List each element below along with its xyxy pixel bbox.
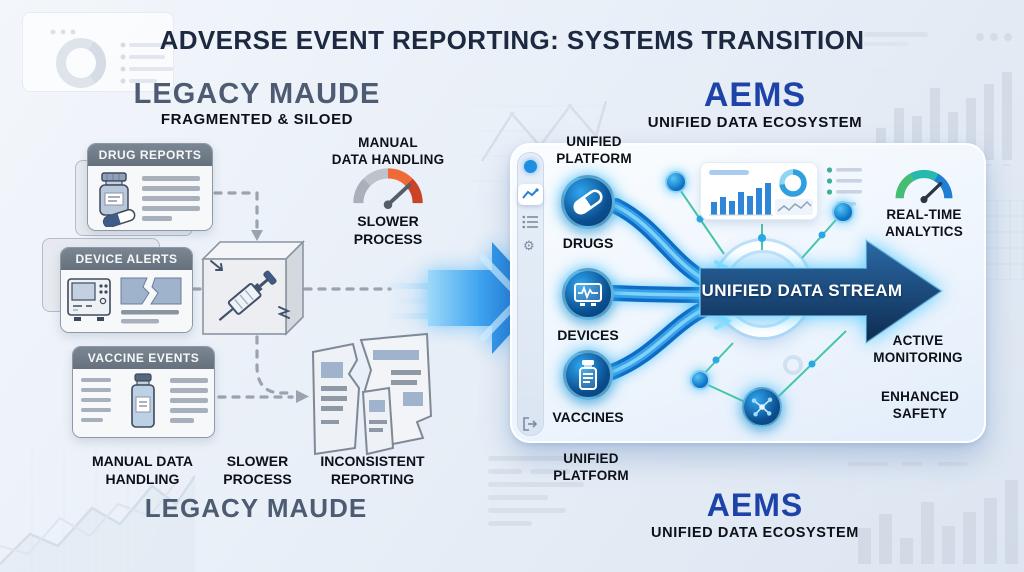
donut-chart-icon [779,169,807,197]
unified-platform-label-top: UNIFIED PLATFORM [556,134,632,167]
legacy-subheading: FRAGMENTED & SILOED [160,111,354,128]
network-node-icon [665,171,687,193]
broken-document-icon [120,277,182,324]
vial-icon [579,360,597,390]
vaccine-events-card-title: VACCINE EVENTS [73,347,214,369]
benefit-real-time-analytics: REAL-TIME ANALYTICS [885,207,963,240]
aems-subheading: UNIFIED DATA ECOSYSTEM [647,114,863,131]
capsule-icon [573,189,603,215]
sidebar-status-dot [524,160,537,173]
manual-data-handling-label: MANUAL DATA HANDLING [331,135,445,168]
devices-node [562,268,614,320]
medical-device-icon [67,278,111,321]
vaccine-vial-icon [131,373,155,428]
slow-speedometer-icon [353,168,423,209]
logout-icon [523,417,538,431]
bar-chart-icon [711,183,771,215]
sidebar-item-analytics [518,184,543,205]
unified-data-stream-arrow [699,238,944,345]
page-title: ADVERSE EVENT REPORTING: SYSTEMS TRANSIT… [159,25,865,55]
slower-process-label: SLOWER PROCESS [353,213,423,248]
list-icon [522,215,538,229]
unified-platform-label-bottom: UNIFIED PLATFORM [553,451,629,484]
drawback-slower-process: SLOWER PROCESS [223,453,292,488]
drug-reports-card-title: DRUG REPORTS [88,144,212,166]
drawback-manual-data-handling: MANUAL DATA HANDLING [91,453,194,488]
gear-icon: ⚙ [523,238,535,253]
aems-footer-subheading: UNIFIED DATA ECOSYSTEM [651,525,859,541]
devices-label: DEVICES [557,327,619,343]
aems-heading: AEMS [703,76,807,114]
drugs-node [561,175,615,229]
analytics-widget-card [700,162,818,220]
drugs-label: DRUGS [562,235,614,251]
monitor-icon [574,283,602,306]
network-node-icon [690,370,710,390]
unified-data-stream-label: UNIFIED DATA STREAM [701,281,903,300]
vaccines-node [563,350,613,400]
device-alerts-card-title: DEVICE ALERTS [61,248,192,270]
torn-documents-icon [311,332,433,456]
network-node-icon [832,201,854,223]
legacy-heading: LEGACY MAUDE [133,78,381,110]
sparkline-icon [777,200,812,212]
legacy-footer-heading: LEGACY MAUDE [144,493,368,523]
trend-icon [522,188,539,199]
pill-bottle-icon [99,172,136,227]
device-alerts-card: DEVICE ALERTS [60,247,193,333]
benefit-active-monitoring: ACTIVE MONITORING [873,333,963,366]
syringe-icon [210,260,291,321]
benefit-enhanced-safety: ENHANCED SAFETY [880,389,960,422]
syringe-cube-icon [201,240,305,336]
vaccine-events-card: VACCINE EVENTS [72,346,215,438]
decor-grid-right [984,200,1024,280]
molecule-node [742,387,782,427]
molecule-icon [751,397,773,417]
aems-footer-heading: AEMS [706,487,804,523]
sparkline-panel [775,199,813,215]
vaccines-label: VACCINES [552,409,624,425]
drug-reports-card: DRUG REPORTS [87,143,213,231]
fast-speedometer-icon [895,169,953,204]
drawback-inconsistent-reporting: INCONSISTENT REPORTING [320,453,425,488]
